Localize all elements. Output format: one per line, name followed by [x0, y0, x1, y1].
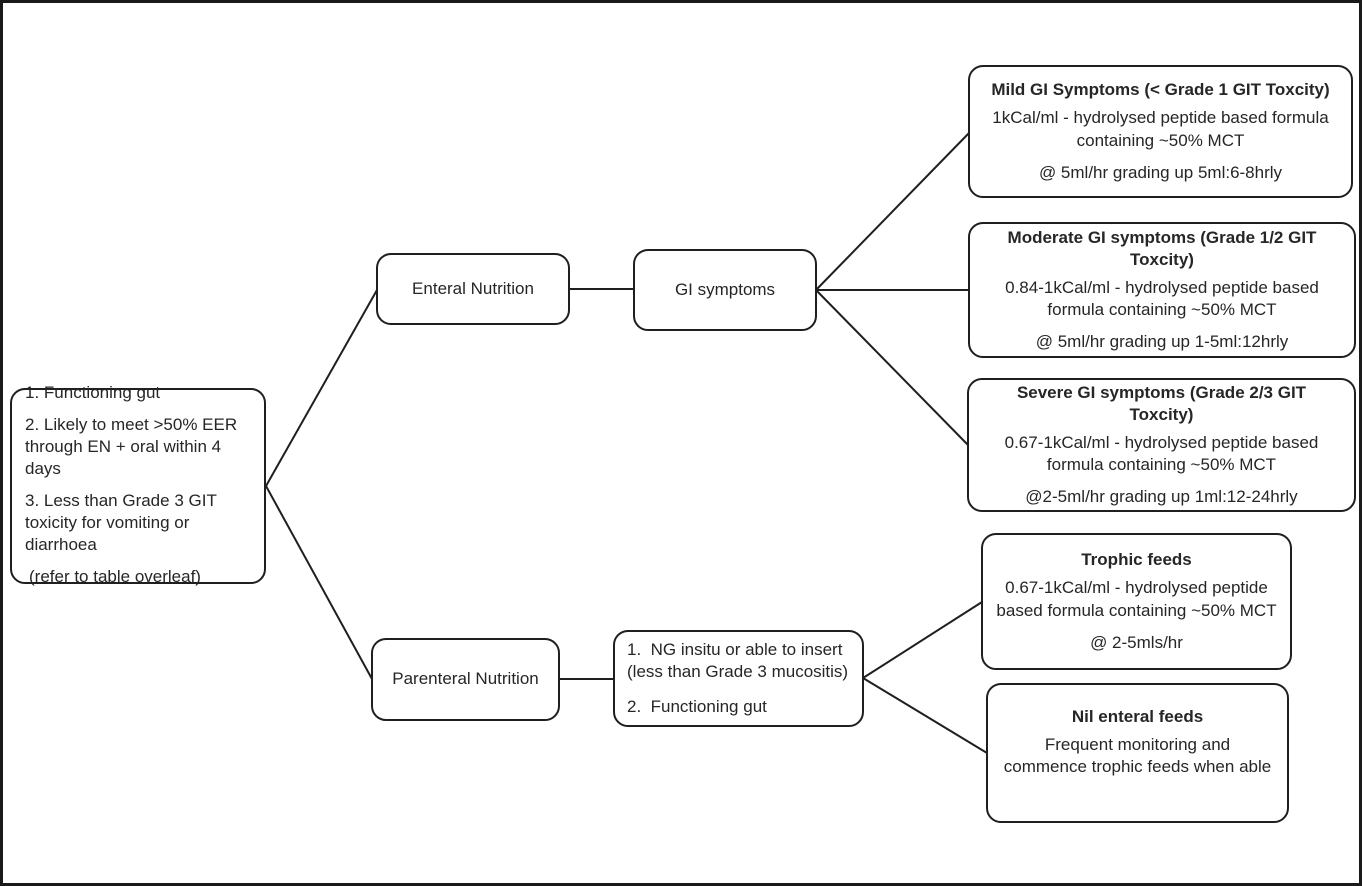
connector-criteria-enteral: [265, 289, 378, 487]
trophic-feeds-formula: 0.67-1kCal/ml - hydrolysed peptide based…: [996, 578, 1277, 620]
criteria-item-2: 2. Likely to meet >50% EER through EN + …: [25, 414, 238, 478]
nil-enteral-feeds-body: Frequent monitoring and commence trophic…: [1003, 734, 1272, 777]
moderate-gi-title: Moderate GI symptoms (Grade 1/2 GIT Toxc…: [1007, 227, 1317, 269]
severe-gi-formula: 0.67-1kCal/ml - hydrolysed peptide based…: [1004, 432, 1319, 475]
enteral-nutrition-label: Enteral Nutrition: [412, 278, 534, 298]
nil-enteral-feeds-title: Nil enteral feeds: [1071, 706, 1204, 726]
moderate-gi-formula: 0.84-1kCal/ml - hydrolysed peptide based…: [1005, 277, 1319, 320]
mild-gi-formula: 1kCal/ml - hydrolysed peptide based form…: [992, 108, 1329, 150]
criteria-item-3: 3. Less than Grade 3 GIT toxicity for vo…: [25, 491, 217, 555]
connector-criteria-parenteral: [265, 485, 373, 680]
parenteral-nutrition-label: Parenteral Nutrition: [392, 669, 539, 689]
nil-enteral-feeds-node: Nil enteral feeds Frequent monitoring an…: [986, 683, 1289, 823]
connector-gi-severe: [815, 289, 969, 446]
moderate-gi-node: Moderate GI symptoms (Grade 1/2 GIT Toxc…: [968, 222, 1356, 358]
ng-criteria-item-1: 1. NG insitu or able to insert (less tha…: [627, 640, 849, 682]
connector-gi-mild: [815, 132, 970, 291]
criteria-item-1: 1. Functioning gut: [25, 382, 161, 402]
severe-gi-title: Severe GI symptoms (Grade 2/3 GIT Toxcit…: [1016, 382, 1307, 424]
severe-gi-rate: @2-5ml/hr grading up 1ml:12-24hrly: [1025, 487, 1298, 507]
enteral-nutrition-node: Enteral Nutrition: [376, 253, 570, 325]
connector-ng-trophic: [862, 601, 983, 679]
moderate-gi-rate: @ 5ml/hr grading up 1-5ml:12hrly: [1035, 332, 1289, 352]
mild-gi-node: Mild GI Symptoms (< Grade 1 GIT Toxcity)…: [968, 65, 1353, 198]
connector-ng-nil: [862, 677, 988, 754]
trophic-feeds-title: Trophic feeds: [1081, 550, 1192, 570]
trophic-feeds-rate: @ 2-5mls/hr: [1090, 632, 1183, 652]
mild-gi-rate: @ 5ml/hr grading up 5ml:6-8hrly: [1038, 162, 1283, 182]
severe-gi-node: Severe GI symptoms (Grade 2/3 GIT Toxcit…: [967, 378, 1356, 512]
criteria-node: 1. Functioning gut 2. Likely to meet >50…: [10, 383, 266, 586]
gi-symptoms-node: GI symptoms: [633, 249, 817, 331]
parenteral-nutrition-node: Parenteral Nutrition: [371, 638, 560, 721]
gi-symptoms-label: GI symptoms: [674, 279, 776, 299]
ng-criteria-item-2: 2. Functioning gut: [627, 696, 767, 716]
trophic-feeds-node: Trophic feeds 0.67-1kCal/ml - hydrolysed…: [981, 533, 1292, 670]
criteria-note: (refer to table overleaf): [29, 567, 201, 587]
ng-criteria-node: 1. NG insitu or able to insert (less tha…: [613, 630, 864, 727]
mild-gi-title: Mild GI Symptoms (< Grade 1 GIT Toxcity): [991, 80, 1330, 100]
